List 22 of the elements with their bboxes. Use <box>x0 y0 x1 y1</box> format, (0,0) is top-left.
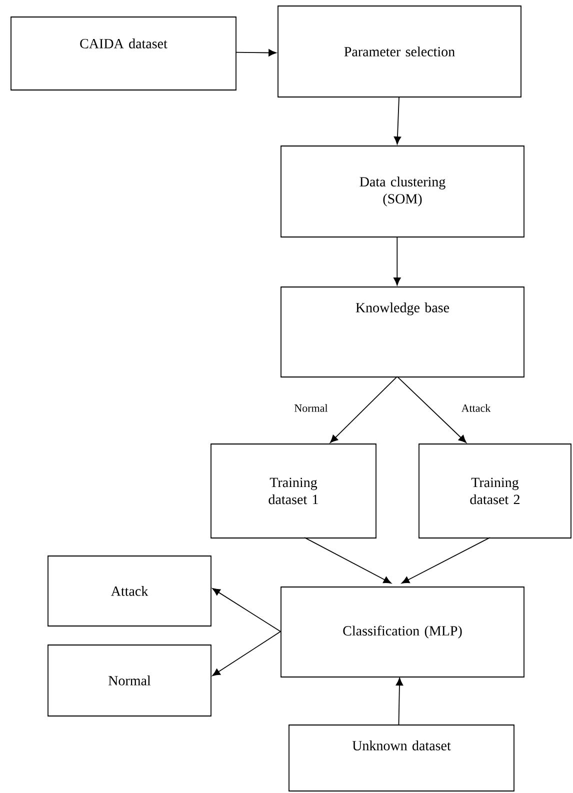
arrow <box>394 96 402 144</box>
arrow <box>394 236 401 286</box>
arrow <box>402 537 490 584</box>
arrow <box>212 588 281 632</box>
process-box: Classification (MLP) <box>280 586 524 678</box>
process-box: Knowledge base <box>280 286 524 378</box>
arrow <box>304 537 392 584</box>
edge-label: Attack <box>460 403 492 413</box>
arrow <box>212 631 281 676</box>
process-box: Normal <box>48 644 212 716</box>
arrow <box>396 376 466 443</box>
process-box: Training dataset 1 <box>210 444 376 538</box>
arrow <box>330 376 398 443</box>
process-box: Unknown dataset <box>288 724 514 792</box>
arrow <box>396 678 404 725</box>
process-box: Data clustering (SOM) <box>280 146 524 238</box>
process-box: Parameter selection <box>278 6 522 98</box>
process-box: Attack <box>48 556 212 626</box>
process-box: CAIDA dataset <box>10 16 236 90</box>
arrow <box>235 49 276 56</box>
process-box: Training dataset 2 <box>418 444 572 538</box>
edge-label: Normal <box>293 403 329 413</box>
